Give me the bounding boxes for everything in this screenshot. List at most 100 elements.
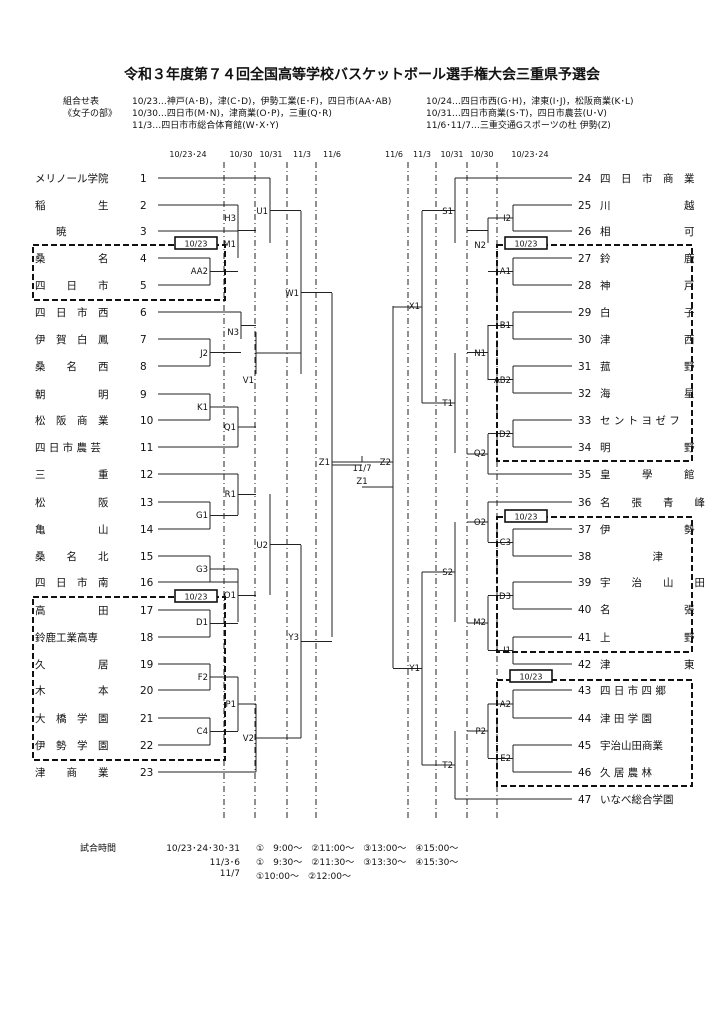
date-header: 11/6: [385, 150, 403, 159]
times-slots: ① 9:30～ ②11:30～ ③13:30～ ④15:30～: [256, 858, 459, 868]
seed-number: 43: [578, 685, 591, 697]
venue-line: 10/23…神戸(A･B)，津(C･D)，伊勢工業(E･F)，四日市(AA･AB…: [132, 97, 392, 107]
date-header: 10/30: [229, 150, 252, 159]
team-name: 四 日 市: [35, 279, 109, 292]
seed-number: 9: [140, 389, 147, 401]
team-name: 津 田 学 園: [600, 712, 652, 725]
team-name: 宇治山田商業: [600, 739, 663, 752]
match-label: V1: [243, 376, 254, 386]
seed-number: 39: [578, 577, 591, 589]
date-tag-text: 10/23: [514, 240, 537, 249]
team-name: 海 星: [600, 387, 695, 400]
times-slots: ① 9:00～ ②11:00～ ③13:00～ ④15:00～: [256, 844, 459, 854]
venue-line: 11/3…四日市市総合体育館(W･X･Y): [132, 121, 279, 131]
team-name: 大 橋 学 園: [35, 712, 109, 725]
seed-number: 5: [140, 280, 147, 292]
info-label: 組合せ表 《女子の部》: [63, 96, 117, 120]
team-name: 桑 名 北: [35, 550, 109, 563]
venue-group-box: [32, 596, 226, 761]
seed-number: 37: [578, 524, 591, 536]
match-label: H3: [224, 214, 236, 224]
match-label: A2: [500, 700, 511, 710]
seed-number: 11: [140, 442, 153, 454]
team-name: 津 商 業: [35, 766, 109, 779]
team-name: 三 重: [35, 468, 109, 481]
match-label: R1: [225, 490, 236, 500]
venue-group-box: [496, 679, 693, 787]
times-label: 試合時間: [80, 844, 117, 854]
venue-line: 10/24…四日市西(G･H)，津東(I･J)，松阪商業(K･L): [426, 97, 634, 107]
seed-number: 30: [578, 334, 591, 346]
match-label: E2: [500, 754, 511, 764]
info-label-2: 《女子の部》: [63, 109, 118, 119]
date-tag-text: 10/23: [519, 673, 542, 682]
match-label: C3: [500, 538, 511, 548]
date-tag-box: [504, 236, 548, 250]
match-label: I2: [503, 214, 511, 224]
seed-number: 32: [578, 388, 591, 400]
seed-number: 21: [140, 713, 153, 725]
seed-number: 6: [140, 307, 147, 319]
date-header: 10/23･24: [169, 150, 206, 159]
team-name: 久 居: [35, 659, 109, 671]
date-tag-box: [509, 669, 553, 683]
team-name: 名 張: [600, 603, 695, 616]
team-name: 松 阪 商 業: [35, 414, 109, 427]
match-label: M1: [223, 240, 236, 250]
date-tag-text: 10/23: [514, 513, 537, 522]
date-header: 11/3: [293, 150, 311, 159]
match-label: D2: [499, 430, 511, 440]
match-label: F2: [198, 673, 208, 683]
seed-number: 7: [140, 334, 147, 346]
seed-number: 46: [578, 767, 592, 779]
match-label: Z2: [380, 458, 391, 468]
seed-number: 28: [578, 280, 591, 292]
match-label: AB2: [494, 376, 511, 386]
match-label: D3: [499, 592, 511, 602]
seed-number: 10: [140, 415, 153, 427]
seed-number: 12: [140, 469, 153, 481]
seed-number: 20: [140, 685, 153, 697]
seed-number: 35: [578, 469, 591, 481]
seed-number: 14: [140, 524, 154, 536]
seed-number: 18: [140, 632, 153, 644]
seed-number: 42: [578, 659, 591, 671]
venue-line: 11/6･11/7…三重交通Gスポーツの杜 伊勢(Z): [426, 121, 611, 131]
team-name: 上 野: [600, 632, 695, 644]
match-label: J2: [199, 349, 208, 359]
seed-number: 36: [578, 497, 592, 509]
match-label: K1: [197, 403, 208, 413]
seed-number: 17: [140, 605, 153, 617]
team-name: 稲 生: [35, 199, 109, 212]
seed-number: 1: [140, 173, 147, 185]
team-name: 鈴 鹿: [600, 252, 695, 265]
match-label: Y3: [287, 633, 299, 643]
match-label: Q2: [474, 449, 486, 459]
match-label: O2: [474, 518, 486, 528]
team-name: 松 阪: [35, 496, 109, 509]
date-tag-text: 10/23: [184, 593, 207, 602]
seed-number: 38: [578, 551, 591, 563]
venue-line: 10/30…四日市(M･N)，津商業(O･P)，三重(Q･R): [132, 109, 332, 119]
info-label-1: 組合せ表: [63, 97, 100, 107]
times-dates: 11/7: [219, 869, 240, 879]
match-label: T1: [441, 399, 453, 409]
seed-number: 44: [578, 713, 592, 725]
match-label: G1: [196, 511, 208, 521]
team-name: 菰 野: [600, 361, 695, 373]
team-name: いなべ総合学園: [600, 793, 674, 806]
team-name: 四 日 市 西: [35, 306, 109, 319]
match-label: S1: [442, 207, 453, 217]
team-name: 伊 勢: [600, 523, 695, 536]
venue-list-left: 10/23…神戸(A･B)，津(C･D)，伊勢工業(E･F)，四日市(AA･AB…: [132, 96, 391, 132]
seed-number: 40: [578, 604, 591, 616]
final-label: Z1: [356, 477, 367, 487]
seed-number: 15: [140, 551, 153, 563]
venue-group-box: [496, 516, 693, 653]
team-name: 四 日 市 四 郷: [600, 684, 666, 697]
seed-number: 22: [140, 740, 153, 752]
date-header: 10/30: [470, 150, 493, 159]
seed-number: 34: [578, 442, 592, 454]
match-label: B1: [500, 321, 511, 331]
